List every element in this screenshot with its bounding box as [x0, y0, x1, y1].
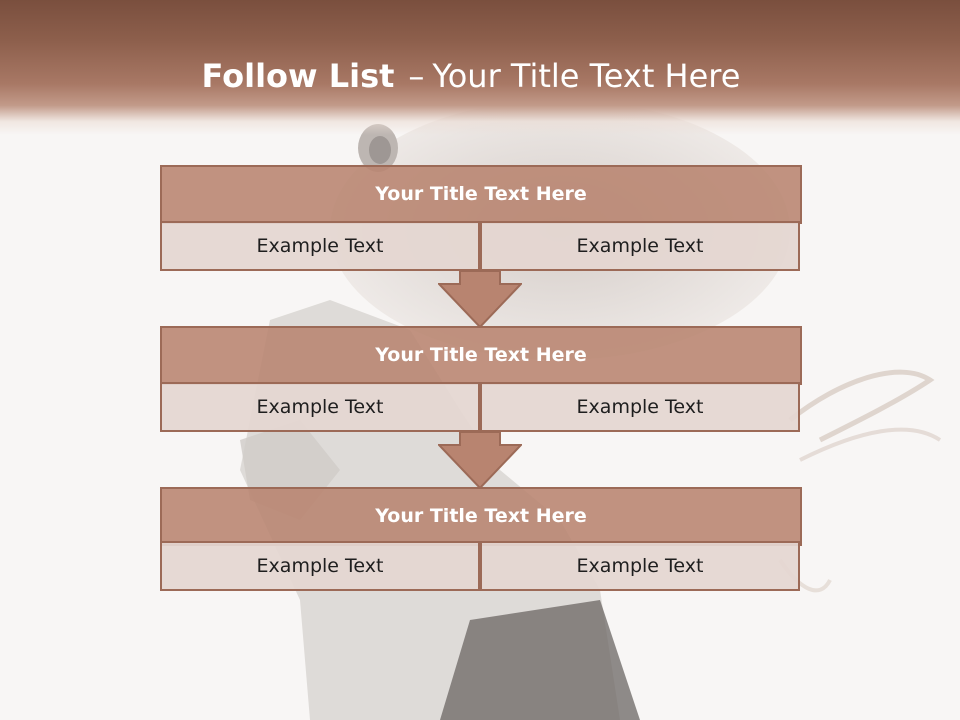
block-cell-right: Example Text [480, 221, 800, 271]
down-arrow-icon [438, 431, 522, 489]
block-cell-left: Example Text [160, 382, 480, 432]
block-header: Your Title Text Here [160, 487, 802, 546]
slide-title: Follow List–Your Title Text Here [0, 54, 942, 98]
block-row: Example Text Example Text [160, 221, 800, 271]
list-block-1: Your Title Text Here Example Text Exampl… [160, 165, 802, 272]
block-header: Your Title Text Here [160, 326, 802, 385]
list-block-3: Your Title Text Here Example Text Exampl… [160, 487, 802, 594]
block-cell-left: Example Text [160, 541, 480, 591]
title-rest: Your Title Text Here [432, 57, 741, 95]
title-band [0, 0, 960, 135]
block-cell-right: Example Text [480, 541, 800, 591]
block-cell-right: Example Text [480, 382, 800, 432]
block-header: Your Title Text Here [160, 165, 802, 224]
title-main: Follow List [201, 57, 395, 95]
down-arrow-icon [438, 270, 522, 328]
block-cell-left: Example Text [160, 221, 480, 271]
block-row: Example Text Example Text [160, 382, 800, 432]
block-row: Example Text Example Text [160, 541, 800, 591]
list-block-2: Your Title Text Here Example Text Exampl… [160, 326, 802, 433]
title-separator: – [408, 57, 425, 95]
